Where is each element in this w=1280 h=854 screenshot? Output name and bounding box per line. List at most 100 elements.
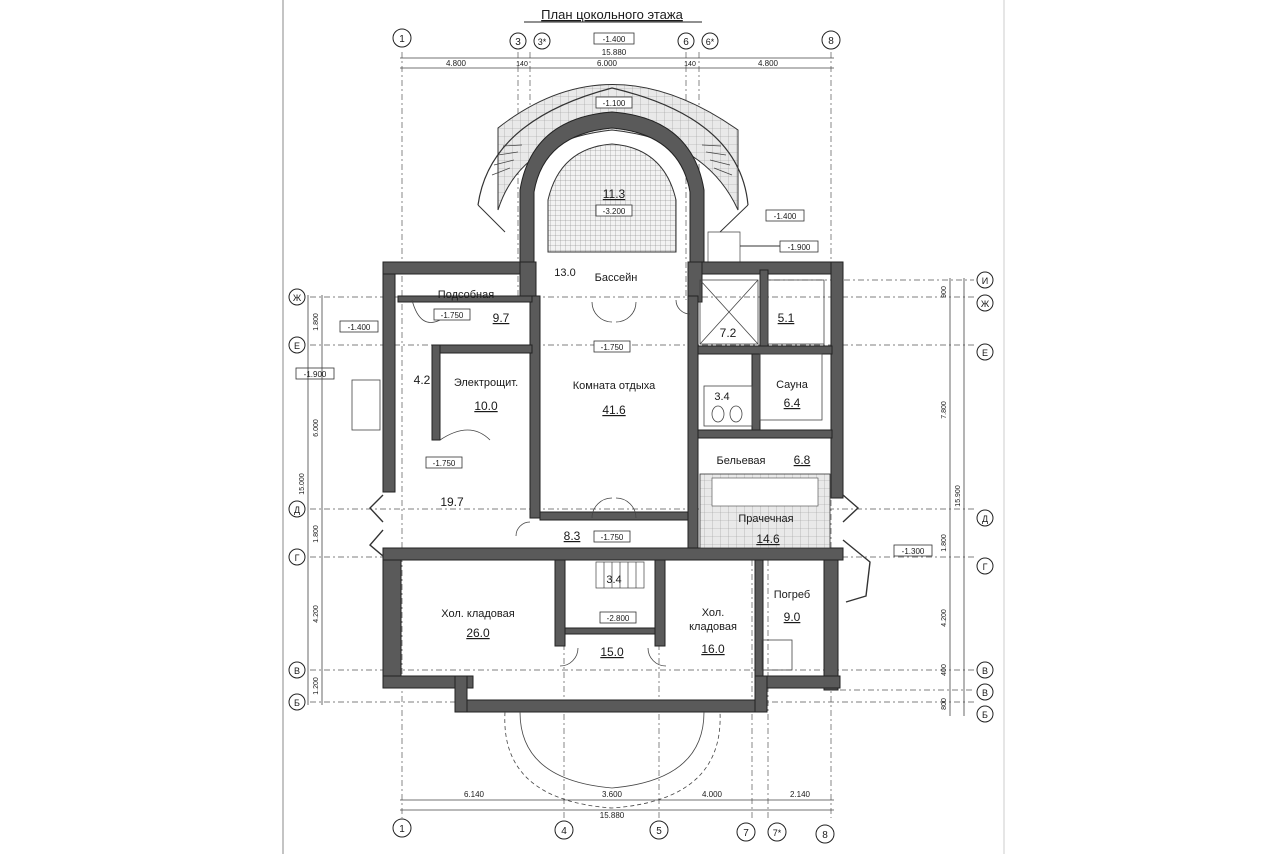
svg-text:-2.800: -2.800: [607, 614, 630, 623]
svg-text:15.000: 15.000: [299, 473, 306, 495]
svg-text:6.000: 6.000: [597, 59, 618, 68]
svg-text:140: 140: [516, 61, 528, 68]
linen-area: 6.8: [794, 453, 811, 467]
sauna-area: 6.4: [784, 396, 801, 410]
svg-text:-1.300: -1.300: [902, 547, 925, 556]
svg-text:-1.900: -1.900: [304, 370, 327, 379]
svg-text:-1.900: -1.900: [788, 243, 811, 252]
laundry-name: Прачечная: [738, 513, 793, 525]
right-bay: [842, 539, 871, 603]
cold-store-1-area: 26.0: [466, 626, 490, 640]
svg-text:4.000: 4.000: [702, 790, 723, 799]
axis-markers-bottom: 1 4 5 7 7* 8: [392, 818, 835, 844]
svg-text:400: 400: [941, 664, 948, 676]
pool: 11.3 -3.200 13.0 Бассейн: [519, 111, 705, 284]
pool-hall-area: 13.0: [554, 267, 575, 279]
svg-text:Г: Г: [295, 553, 300, 563]
svg-text:И: И: [982, 276, 988, 286]
svg-text:Е: Е: [982, 348, 988, 358]
svg-text:8: 8: [828, 36, 834, 47]
pool-area: 11.3: [603, 187, 626, 201]
level-pool: -3.200: [603, 207, 626, 216]
level-top-main: -1.400: [603, 35, 626, 44]
svg-text:В: В: [294, 666, 300, 676]
svg-text:7: 7: [743, 828, 749, 839]
utility-area: 9.7: [493, 311, 510, 325]
svg-text:1.800: 1.800: [313, 313, 320, 331]
svg-text:Б: Б: [294, 698, 300, 708]
svg-text:3.600: 3.600: [602, 790, 623, 799]
svg-text:3: 3: [515, 37, 521, 48]
electric-area: 10.0: [474, 399, 498, 413]
cold-store-2-name-2: кладовая: [689, 621, 737, 633]
right-terrace-levels: -1.400 -1.900: [707, 209, 819, 263]
svg-text:В: В: [982, 666, 988, 676]
entrance-arch: [504, 711, 721, 809]
svg-text:4.800: 4.800: [446, 59, 467, 68]
svg-text:15.900: 15.900: [955, 485, 962, 507]
axis-markers-right: И Ж Е Д Г В В Б: [976, 271, 994, 723]
axis-markers-top: 1 3 3* 6 6* 8: [392, 28, 841, 50]
lounge-area: 41.6: [602, 403, 626, 417]
cold-store-2-area: 16.0: [701, 642, 725, 656]
svg-text:6.000: 6.000: [313, 419, 320, 437]
svg-text:Ж: Ж: [981, 299, 990, 309]
fixtures: [351, 279, 825, 671]
svg-text:В: В: [982, 688, 988, 698]
svg-text:Ж: Ж: [293, 293, 302, 303]
left-dimensions: 1.800 6.000 15.000 1.800 4.200 1.200: [299, 295, 323, 705]
svg-text:Д: Д: [294, 505, 300, 515]
svg-text:-1.750: -1.750: [441, 311, 464, 320]
building-walls: [382, 261, 844, 713]
svg-text:Е: Е: [294, 341, 300, 351]
electric-name: Электрощит.: [454, 377, 518, 389]
svg-text:7.800: 7.800: [941, 401, 948, 419]
svg-text:-1.750: -1.750: [433, 459, 456, 468]
svg-text:6.140: 6.140: [464, 790, 485, 799]
cellar-name: Погреб: [774, 589, 810, 601]
small-room-area: 4.2: [414, 373, 431, 387]
svg-text:1: 1: [399, 824, 405, 835]
svg-text:900: 900: [941, 286, 948, 298]
svg-text:4: 4: [561, 826, 567, 837]
linen-name: Бельевая: [716, 455, 765, 467]
svg-text:800: 800: [941, 698, 948, 710]
svg-text:3*: 3*: [538, 37, 547, 47]
svg-text:4.200: 4.200: [313, 605, 320, 623]
svg-text:1.800: 1.800: [313, 525, 320, 543]
svg-text:5: 5: [656, 826, 662, 837]
cold-store-1-name: Хол. кладовая: [441, 608, 514, 620]
svg-text:-1.750: -1.750: [601, 343, 624, 352]
axis-markers-left: Ж Е Д Г В Б: [288, 288, 306, 711]
vestibule-area: 15.0: [600, 645, 624, 659]
svg-text:6*: 6*: [706, 37, 715, 47]
svg-text:7*: 7*: [773, 828, 782, 838]
pool-name: Бассейн: [595, 272, 638, 284]
wc-area: 3.4: [714, 391, 729, 403]
svg-text:-1.750: -1.750: [601, 533, 624, 542]
svg-text:15.880: 15.880: [602, 48, 627, 57]
svg-text:15.880: 15.880: [600, 811, 625, 820]
utility-name: Подсобная: [438, 289, 494, 301]
sauna-name: Сауна: [776, 379, 809, 391]
corridor-area: 8.3: [564, 529, 581, 543]
stair-area: 3.4: [606, 574, 621, 586]
svg-text:1.200: 1.200: [313, 677, 320, 695]
svg-text:Б: Б: [982, 710, 988, 720]
bath-area: 5.1: [778, 311, 795, 325]
svg-text:-1.400: -1.400: [348, 323, 371, 332]
svg-text:4.800: 4.800: [758, 59, 779, 68]
svg-text:Г: Г: [983, 562, 988, 572]
svg-text:140: 140: [684, 61, 696, 68]
level-top-inner: -1.100: [603, 99, 626, 108]
svg-text:-1.400: -1.400: [774, 212, 797, 221]
shower-area: 7.2: [720, 326, 737, 340]
lounge-name: Комната отдыха: [573, 380, 656, 392]
laundry-area: 14.6: [756, 532, 780, 546]
plan-title: План цокольного этажа: [541, 7, 683, 22]
hall-area: 19.7: [440, 495, 464, 509]
svg-text:6: 6: [683, 37, 689, 48]
top-dimensions: -1.400 15.880 4.800 140 6.000 140 4.800: [400, 32, 834, 69]
bottom-dimensions: 6.140 3.600 4.000 2.140 15.880: [400, 790, 834, 820]
